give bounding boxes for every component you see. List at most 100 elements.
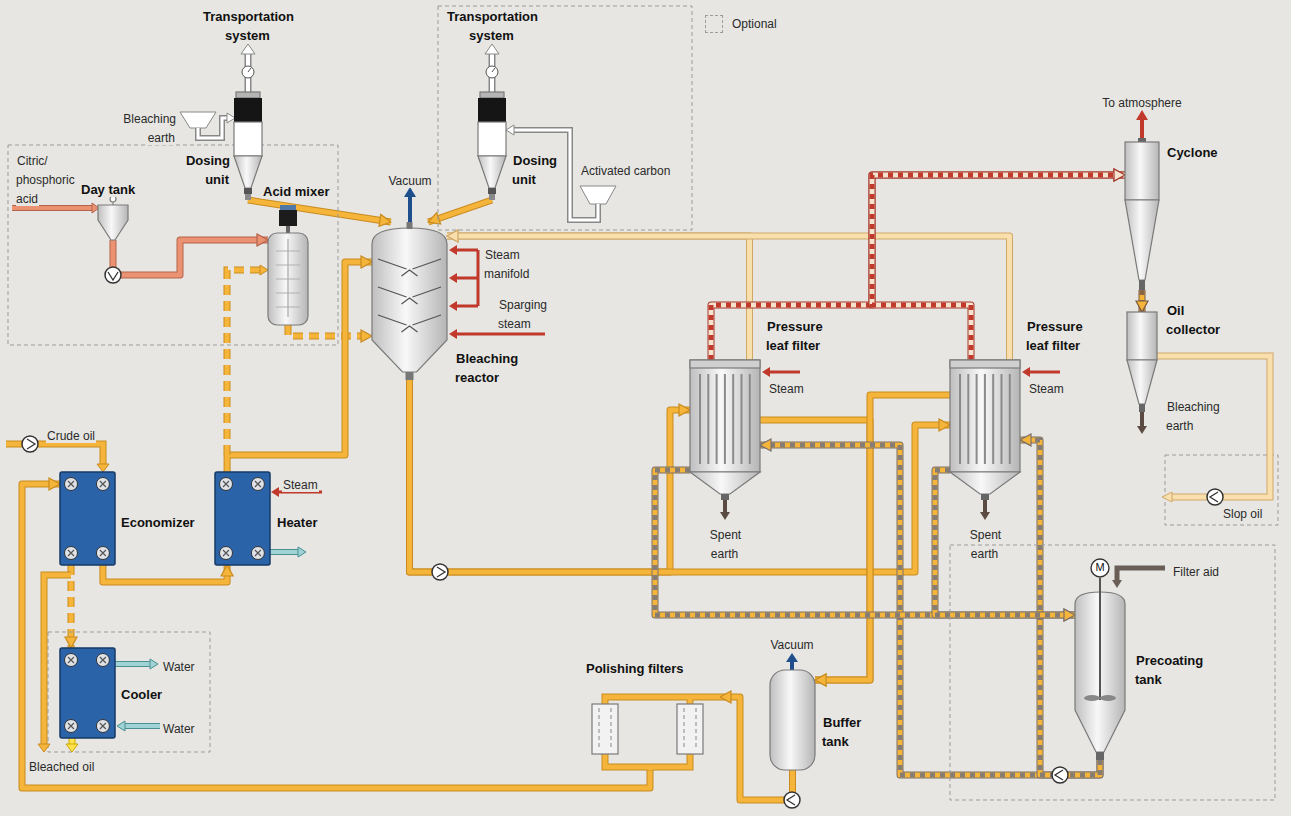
transport-pipe [248, 68, 251, 72]
pressure-leaf-filter-shape [981, 494, 989, 500]
arrow-head [1114, 169, 1125, 181]
label-box: To atmosphere [1090, 92, 1194, 111]
oil-line [66, 744, 78, 752]
label-box: Transportation system [198, 6, 298, 44]
equipment-label: Day tank [80, 182, 136, 197]
equipment-label: Buffer tank [822, 715, 861, 749]
equipment-label: Dosing unit [512, 153, 557, 187]
acid-mixer-shape [276, 279, 300, 280]
steam-arrow [1022, 367, 1030, 377]
pipe-outline [711, 175, 1125, 360]
steam-arrow [1028, 371, 1060, 374]
label-box: Transportation system [442, 6, 542, 44]
vacuum-arrow [786, 653, 798, 662]
pipe-connector [935, 470, 1075, 621]
dosing-unit-shape [478, 92, 506, 200]
pressure-leaf-filter-shape [976, 374, 978, 464]
pump-symbol [432, 564, 448, 580]
label-box: Spent earth [960, 524, 1010, 562]
pump-symbol [105, 267, 121, 283]
label-box: Cooler [120, 684, 180, 703]
vacuum-arrow [404, 187, 416, 197]
bleaching-reactor-shape [406, 372, 414, 380]
precoating-tank: Precoating tank [1075, 588, 1125, 760]
equipment-label: Cooler [120, 687, 163, 702]
heater-shape [255, 550, 261, 556]
pressure-leaf-filter-shape [721, 494, 729, 500]
pipe-outline [288, 325, 372, 336]
stream-label: Bleaching earth [122, 112, 176, 145]
legend-label: Optional [731, 17, 778, 31]
label-box: Bleaching earth [106, 108, 176, 146]
pipe-connector [760, 420, 870, 686]
acid-mixer-shape [276, 265, 300, 266]
stream-label: Activated carbon [580, 164, 671, 178]
water-arrow [150, 659, 158, 669]
label-box: Pressure leaf filter [1026, 316, 1100, 354]
pipe-body [288, 325, 372, 336]
pipe-outline [227, 262, 372, 472]
equipment-label: Bleaching reactor [455, 351, 518, 385]
water-arrow [298, 547, 306, 557]
pipe-pattern [935, 470, 1075, 615]
label-box: Buffer tank [822, 712, 874, 750]
steam-arrow [762, 367, 770, 377]
vacuum-arrow [790, 661, 794, 670]
acid-mixer-shape [276, 293, 300, 294]
economizer-shape [96, 547, 109, 560]
dosing-unit: Dosing unit [234, 92, 262, 200]
stream-label: Spent earth [709, 528, 741, 561]
economizer-shape [100, 481, 106, 487]
polishing-filters-shape [696, 708, 697, 750]
pipe-pattern [655, 470, 1075, 615]
arrow-head [815, 674, 826, 686]
precoating-tank-shape [1084, 695, 1100, 701]
pipe-connector [248, 200, 391, 226]
pump-symbol [1052, 767, 1068, 783]
pressure-leaf-filter-shape [724, 374, 726, 464]
system-label: Transportation system [202, 9, 294, 43]
dosing-unit-shape [234, 122, 262, 156]
pipe-outline [103, 565, 227, 582]
arrow-head [257, 234, 268, 246]
heater-shape [223, 550, 229, 556]
cooler-shape [96, 654, 109, 667]
dosing-unit: Dosing unit [478, 92, 506, 200]
polishing-filters-shape [611, 708, 612, 750]
pipe-body [935, 470, 1075, 615]
cooler-shape [60, 648, 115, 738]
pipe-body [227, 262, 372, 472]
pipe-body [711, 175, 1125, 360]
label-box: Water [162, 656, 206, 675]
dosing-unit-shape [234, 98, 262, 122]
label-box: Bleaching earth [1166, 396, 1230, 434]
pressure-leaf-filter-shape [992, 374, 994, 464]
stream-label: Sparging steam [498, 298, 547, 331]
pipe-connector [815, 395, 950, 686]
label-box: Pressure leaf filter [766, 316, 840, 354]
heater: Heater [215, 472, 270, 565]
legend-item: Optional [705, 15, 778, 33]
heater-shape [255, 481, 261, 487]
bleaching-reactor-shape [378, 315, 441, 332]
transport-pipe [486, 66, 498, 78]
arrow-head [361, 256, 372, 268]
water-arrow [115, 547, 306, 731]
oil-collector-shape [1127, 312, 1157, 360]
equipment-label: Economizer [120, 515, 196, 530]
bleaching-reactor-shape [407, 222, 413, 229]
pipe-connector [1136, 290, 1148, 312]
pipe-body [103, 565, 227, 582]
stream-label: To atmosphere [1101, 96, 1182, 110]
filter-aid-pipe [1100, 568, 1165, 592]
optional-oil-line [260, 265, 268, 275]
dosing-unit-shape [478, 156, 506, 188]
day-tank: Day tank [98, 196, 128, 240]
economizer-shape [65, 547, 78, 560]
stream-label: Crude oil [46, 429, 96, 443]
cyclone-shape [1125, 140, 1159, 290]
label-box: Slop oil [1222, 503, 1274, 522]
optional-oil-line [227, 270, 260, 455]
feed-hopper [180, 112, 616, 204]
acid-mixer-shape [268, 205, 308, 325]
